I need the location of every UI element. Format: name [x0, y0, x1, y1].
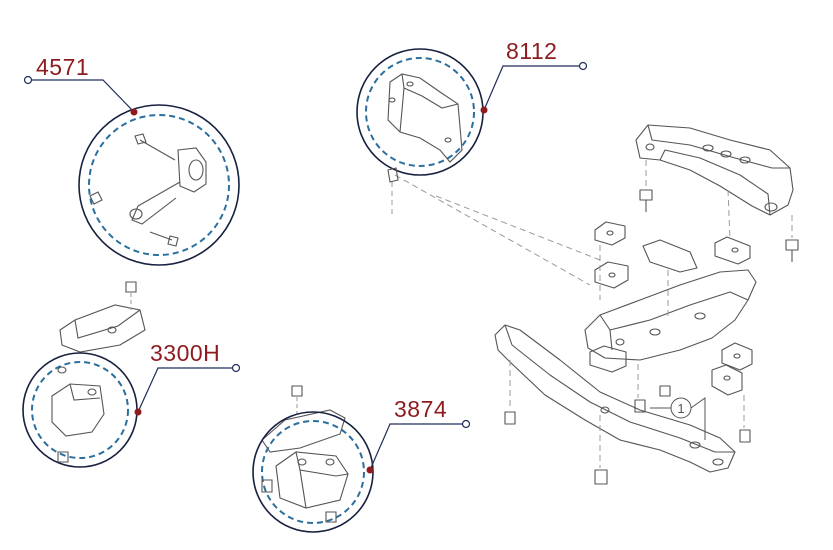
- part-8112-leader-dot: [480, 106, 488, 114]
- part-3874-upper-bracket: [261, 385, 346, 453]
- part-3300H-outer-circle: [22, 352, 138, 468]
- part-8112: [356, 48, 588, 218]
- part-4571-leader-dot: [130, 108, 138, 116]
- part-4571-leader-end: [23, 75, 33, 85]
- part-3300H-leader-dot: [134, 408, 142, 416]
- mount-pads: [589, 221, 753, 396]
- part-3874-drawing: [261, 451, 349, 523]
- part-3300H-dashed-circle: [31, 361, 129, 459]
- subframe-assembly: [494, 124, 799, 485]
- assembly-guides: [394, 160, 793, 468]
- part-8112-dashed-circle: [365, 57, 475, 167]
- part-3874-dashed-circle: [261, 420, 365, 524]
- part-3874-leader-end: [461, 419, 471, 429]
- part-4571-dashed-circle: [88, 114, 230, 256]
- part-8112-outer-circle: [356, 48, 484, 176]
- part-3874-leader-dot: [366, 466, 374, 474]
- part-4571: [23, 75, 240, 266]
- middle-crossmember: [584, 269, 757, 361]
- part-3874: [252, 385, 471, 533]
- part-3874-leader: [369, 423, 466, 471]
- part-label-8112: 8112: [506, 38, 558, 64]
- part-label-3300H: 3300H: [150, 340, 221, 366]
- part-4571-outer-circle: [78, 104, 240, 266]
- reference-marker-number: 1: [677, 401, 684, 416]
- bolts: [504, 189, 799, 485]
- part-3874-outer-circle: [252, 411, 374, 533]
- part-8112-leader-end: [578, 61, 588, 71]
- part-4571-leader: [28, 79, 135, 113]
- part-3300H-drawing: [51, 366, 105, 463]
- part-3300H-leader: [137, 367, 236, 413]
- part-3300H: [22, 281, 241, 468]
- part-8112-leader: [483, 65, 583, 111]
- part-4571-drawing: [89, 133, 207, 247]
- part-label-3874: 3874: [394, 396, 448, 422]
- part-label-4571: 4571: [36, 54, 90, 80]
- part-8112-drawing: [387, 73, 463, 183]
- part-3300H-leader-end: [231, 363, 241, 373]
- part-3300H-upper-bracket: [59, 281, 146, 353]
- upper-crossmember: [635, 124, 794, 216]
- lower-crossmember: [494, 324, 736, 473]
- reference-marker: 1: [650, 397, 706, 440]
